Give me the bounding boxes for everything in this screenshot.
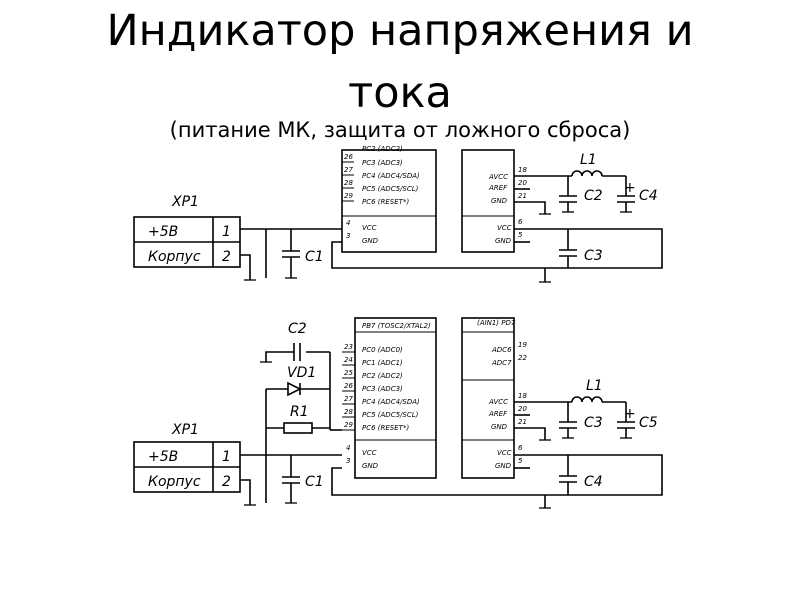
slide-title: Индикатор напряжения и тока [0,0,800,124]
mcu-block-left [354,317,437,479]
label-c2: C2 [584,188,603,204]
connector-ref: XP1 [171,194,199,210]
pin-number: 29 [344,421,353,429]
pin-number: 23 [344,343,353,351]
pin-number: 25 [344,369,353,377]
pin-number: 18 [518,166,527,174]
label-c5: C5 [639,415,658,431]
mcu-block-right [461,317,515,479]
pin-number: 6 [518,218,523,226]
pin-label: PC2 (ADC2) [362,372,403,380]
pin-number: 22 [518,354,527,362]
slide-subtitle: (питание МК, защита от ложного сброса) [169,118,631,142]
label-r1: R1 [290,404,309,420]
pin-label: AVCC [488,173,508,181]
pin-number: 4 [346,219,350,227]
pin-label: PC6 (RESET*) [362,424,409,432]
resistor-r1 [283,422,313,434]
pin-number: 21 [518,418,527,426]
pin-number: 20 [518,179,527,187]
pin-label: PC5 (ADC5/SCL) [362,185,419,193]
inductor-l1 [571,396,603,403]
label-c4: C4 [584,474,603,490]
pin-label: ADC7 [491,359,512,367]
pin-label: VCC [497,224,512,232]
diode-vd1 [287,381,302,397]
pin-label: AVCC [488,398,508,406]
pin-label: VCC [497,449,512,457]
pin-number: 28 [344,408,353,416]
pin-label: GND [491,423,508,431]
pin-number: 24 [344,356,353,364]
connector-row-label: Корпус [148,474,201,490]
label-c1: C1 [305,474,324,490]
pin-number: 18 [518,392,527,400]
connector-pin: 2 [222,249,231,265]
pin-label: (AIN1) PD7 [477,319,516,327]
pin-label: GND [495,462,512,470]
pin-number: 27 [344,395,353,403]
label-c2: C2 [288,321,307,337]
label-l1: L1 [580,152,597,168]
mcu-block-right [461,149,515,253]
pin-label: PC5 (ADC5/SCL) [362,411,419,419]
pin-label: GND [362,237,379,245]
pin-label: PC2 (ADC2) [362,145,403,153]
schematic-top: PC2 (ADC2) 26 PC3 (ADC3) 27 PC4 (ADC4/SD… [133,145,663,283]
pin-label: PC6 (RESET*) [362,198,409,206]
pin-label: PC1 (ADC1) [362,359,403,367]
pin-label: PB7 (TOSC2/XTAL2) [362,322,431,330]
slide-title-line2: тока [348,68,452,118]
pin-label: VCC [362,449,377,457]
pin-label: ADC6 [491,346,512,354]
connector-pin: 1 [222,224,231,240]
label-plus: + [624,180,636,196]
pin-number: 26 [344,153,353,161]
pin-number: 26 [344,382,353,390]
connector-ref: XP1 [171,422,199,438]
pin-number: 27 [344,166,353,174]
label-vd1: VD1 [287,365,316,381]
pin-label: GND [491,197,508,205]
pin-label: PC0 (ADC0) [362,346,403,354]
pin-label: AREF [488,410,508,418]
pin-number: 3 [346,457,350,465]
left-pin-list: 23 PC0 (ADC0) 24 PC1 (ADC1) 25 PC2 (ADC2… [342,343,420,432]
connector-pin: 2 [222,474,231,490]
slide-title-line1: Индикатор напряжения и [106,6,694,56]
pin-number: 5 [518,457,523,465]
pin-label: PC4 (ADC4/SDA) [362,172,420,180]
pin-number: 5 [518,231,523,239]
connector-pin: 1 [222,449,231,465]
inductor-l1 [571,170,603,177]
pin-number: 21 [518,192,527,200]
pin-number: 3 [346,232,350,240]
label-c3: C3 [584,248,603,264]
pin-label: PC3 (ADC3) [362,159,403,167]
label-plus: + [624,406,636,422]
connector-row-label: +5В [148,449,178,465]
label-c1: C1 [305,249,324,265]
pin-number: 19 [518,341,527,349]
pin-label: GND [362,462,379,470]
pin-label: PC3 (ADC3) [362,385,403,393]
label-c3: C3 [584,415,603,431]
pin-number: 4 [346,444,350,452]
pin-label: GND [495,237,512,245]
pin-number: 28 [344,179,353,187]
pin-number: 20 [518,405,527,413]
label-l1: L1 [586,378,603,394]
pin-number: 29 [344,192,353,200]
pin-label: PC4 (ADC4/SDA) [362,398,420,406]
pin-label: AREF [488,184,508,192]
pin-number: 6 [518,444,523,452]
label-c4: C4 [639,188,658,204]
connector-row-label: Корпус [148,249,201,265]
pin-label: VCC [362,224,377,232]
connector-row-label: +5В [148,224,178,240]
schematic-bottom: PB7 (TOSC2/XTAL2) (AIN1) PD7 ADC6 19 ADC… [133,317,663,509]
